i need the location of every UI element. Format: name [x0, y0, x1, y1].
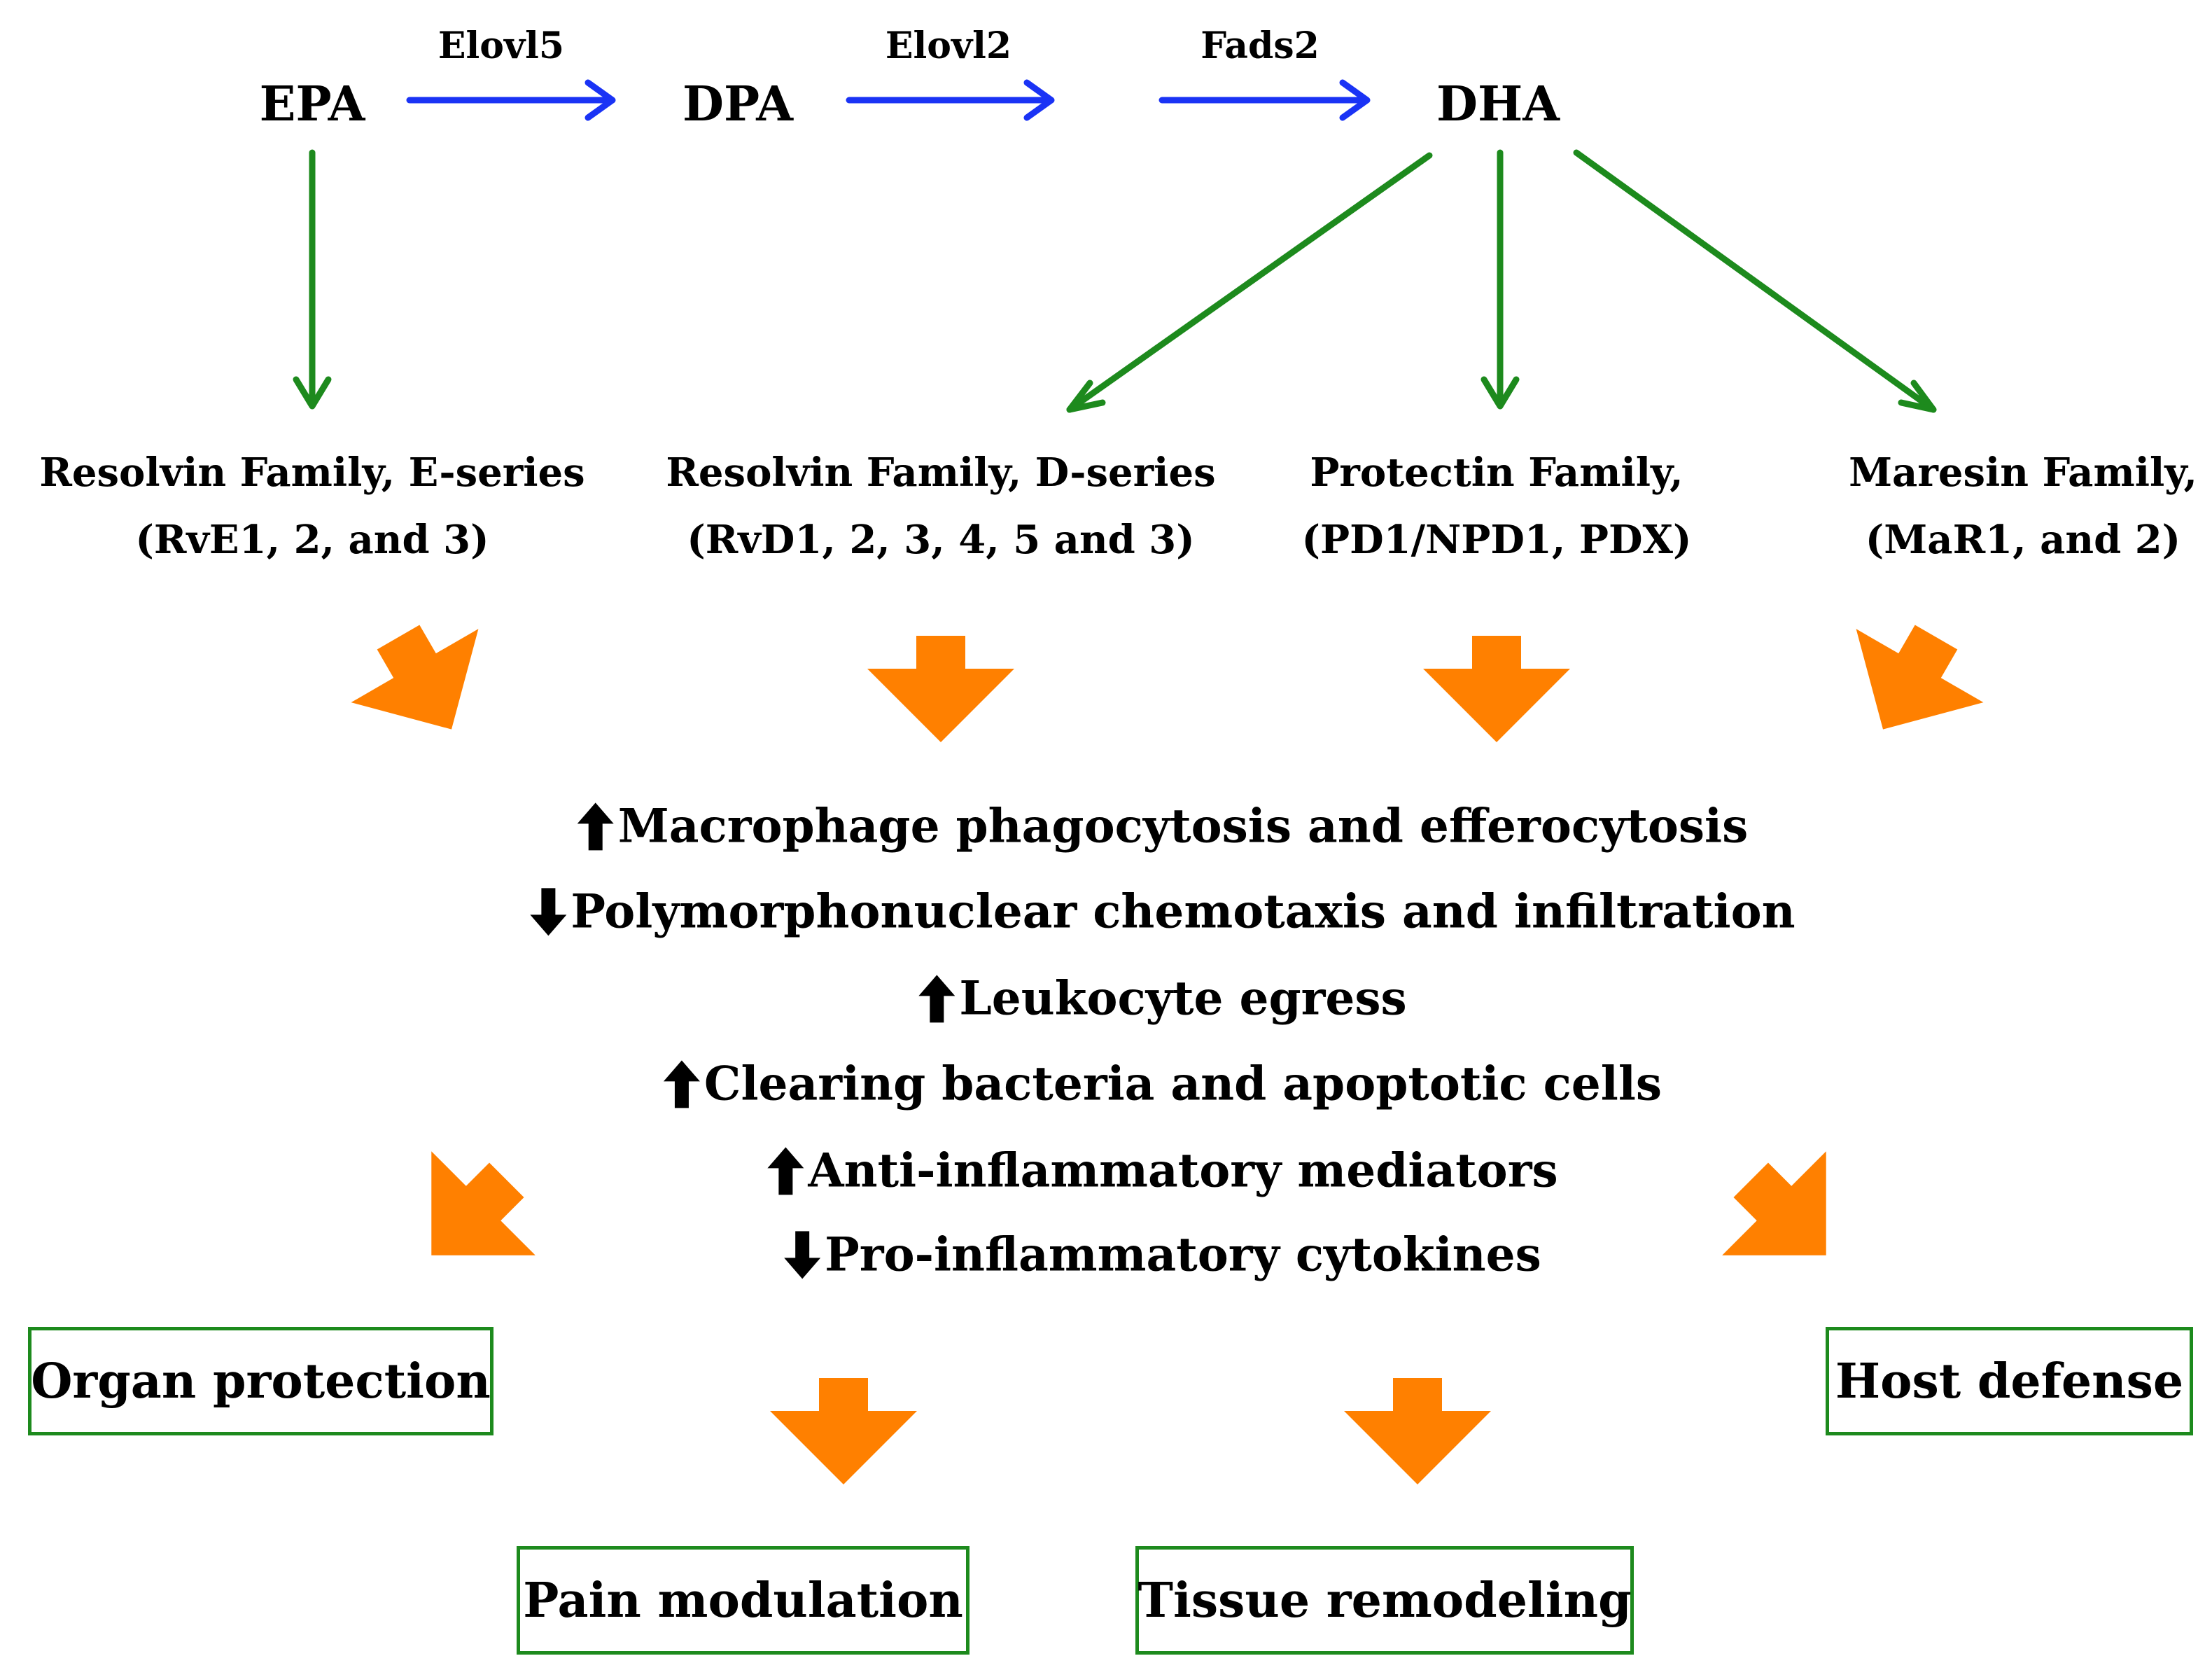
effect-polymorphonuclear: Polymorphonuclear chemotaxis and infiltr…	[528, 884, 1795, 939]
outcome-label: Pain modulation	[523, 1572, 963, 1629]
maresin-block-arrow	[1856, 625, 1984, 730]
resolvin-e-family: Resolvin Family, E-series (RvE1, 2, and …	[39, 439, 584, 573]
elovl5-label: Elovl5	[438, 24, 565, 67]
family-name: Resolvin Family, E-series	[39, 450, 585, 496]
protectin-block-arrow	[1423, 636, 1570, 742]
epa-to-resolvin-e-arrow	[293, 149, 332, 410]
effect-text: Leukocyte egress	[959, 970, 1407, 1026]
maresin-family: Maresin Family, (MaR1, and 2)	[1849, 439, 2197, 573]
dha-label: DHA	[1436, 76, 1560, 133]
dha-to-protectin-arrow	[1480, 149, 1520, 410]
dpa-label: DPA	[682, 76, 793, 133]
outcome-label: Tissue remodeling	[1138, 1572, 1632, 1629]
effect-text: Pro-inflammatory cytokines	[825, 1227, 1541, 1282]
effect-pro-inflammatory: Pro-inflammatory cytokines	[783, 1227, 1541, 1282]
tissue-remodeling-block-arrow	[1344, 1378, 1491, 1484]
family-members: (RvD1, 2, 3, 4, 5 and 3)	[687, 517, 1195, 563]
effect-text: Anti-inflammatory mediators	[808, 1143, 1558, 1198]
organ-protection-block-arrow	[431, 1151, 536, 1255]
effect-anti-inflammatory: Anti-inflammatory mediators	[766, 1143, 1558, 1198]
outcome-label: Host defense	[1835, 1353, 2184, 1410]
resolvin-e-block-arrow	[351, 625, 479, 730]
outcome-label: Organ protection	[31, 1353, 491, 1410]
host-defense-box: Host defense	[1826, 1327, 2193, 1435]
protectin-family: Protectin Family, (PD1/NPD1, PDX)	[1301, 439, 1691, 573]
up-arrow-icon	[663, 1060, 700, 1108]
up-arrow-icon	[577, 802, 614, 850]
fads2-arrow	[1158, 79, 1371, 121]
effect-clearing: Clearing bacteria and apoptotic cells	[662, 1056, 1662, 1111]
fads2-label: Fads2	[1200, 24, 1320, 67]
resolvin-d-block-arrow	[867, 636, 1014, 742]
effect-leukocyte: Leukocyte egress	[917, 970, 1407, 1026]
family-name: Protectin Family,	[1310, 450, 1684, 496]
family-members: (RvE1, 2, and 3)	[135, 517, 489, 563]
up-arrow-icon	[918, 975, 955, 1022]
resolvin-d-family: Resolvin Family, D-series (RvD1, 2, 3, 4…	[666, 439, 1215, 573]
elovl5-arrow	[406, 79, 616, 121]
family-name: Maresin Family,	[1849, 450, 2197, 496]
down-arrow-icon	[530, 888, 567, 935]
effect-text: Polymorphonuclear chemotaxis and infiltr…	[570, 884, 1795, 939]
pain-modulation-block-arrow	[770, 1378, 917, 1484]
epa-label: EPA	[259, 76, 365, 133]
effect-macrophage: Macrophage phagocytosis and efferocytosi…	[576, 798, 1749, 854]
up-arrow-icon	[767, 1147, 804, 1195]
pain-modulation-box: Pain modulation	[517, 1546, 969, 1655]
family-members: (PD1/NPD1, PDX)	[1301, 517, 1692, 563]
effect-text: Macrophage phagocytosis and efferocytosi…	[617, 798, 1749, 854]
family-members: (MaR1, and 2)	[1865, 517, 2181, 563]
elovl2-label: Elovl2	[885, 24, 1012, 67]
elovl2-arrow	[846, 79, 1055, 121]
family-name: Resolvin Family, D-series	[666, 450, 1216, 496]
organ-protection-box: Organ protection	[28, 1327, 493, 1435]
host-defense-block-arrow	[1722, 1151, 1826, 1255]
dha-to-maresin-arrow	[1573, 149, 1937, 413]
effect-text: Clearing bacteria and apoptotic cells	[704, 1056, 1662, 1111]
dha-to-resolvin-d-arrow	[1066, 152, 1433, 413]
tissue-remodeling-box: Tissue remodeling	[1135, 1546, 1634, 1655]
down-arrow-icon	[784, 1231, 821, 1279]
